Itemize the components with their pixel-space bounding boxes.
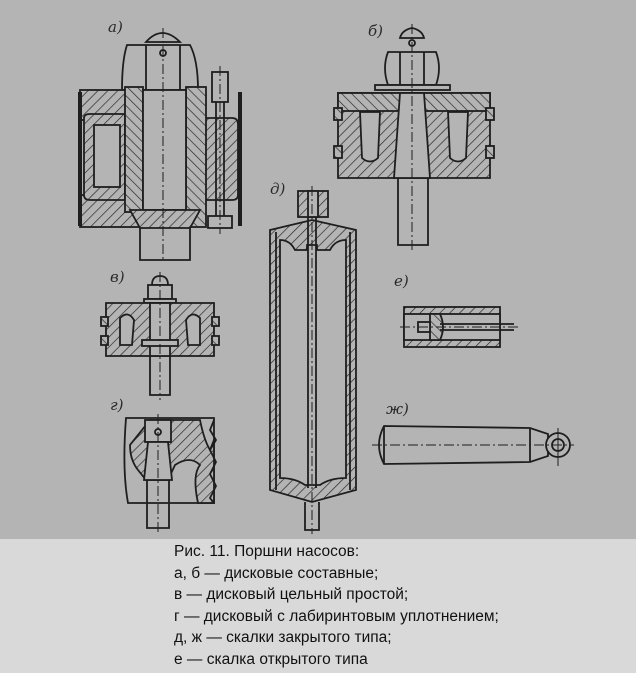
panel-label-d: д) (270, 180, 286, 198)
panel-v (100, 272, 220, 400)
panel-e (400, 306, 518, 348)
panel-label-a: а) (108, 18, 123, 36)
figure-caption: Рис. 11. Поршни насосов: а, б — дисковые… (174, 541, 499, 670)
caption-line: в — дисковый цельный простой; (174, 586, 409, 603)
caption-title: Рис. 11. Поршни насосов: (174, 543, 360, 560)
panel-label-e: е) (394, 272, 409, 290)
piston-drawings (78, 24, 574, 534)
caption-line: д, ж — скалки закрытого типа; (174, 629, 392, 646)
panel-d (269, 186, 357, 534)
panel-label-g: г) (110, 396, 124, 414)
panel-a (78, 28, 242, 262)
panel-g (123, 414, 218, 532)
panel-zh (372, 425, 574, 466)
caption-line: а, б — дисковые составные; (174, 564, 379, 582)
panel-label-b: б) (368, 22, 384, 40)
panel-label-zh: ж) (386, 400, 409, 418)
caption-line: г — дисковый с лабиринтовым уплотнением; (174, 607, 499, 625)
caption-line: е — скалка открытого типа (174, 650, 368, 668)
technical-drawing: а) б) в) г) д) е) ж) (0, 0, 636, 539)
panel-b (333, 24, 495, 250)
panel-label-v: в) (110, 268, 125, 286)
